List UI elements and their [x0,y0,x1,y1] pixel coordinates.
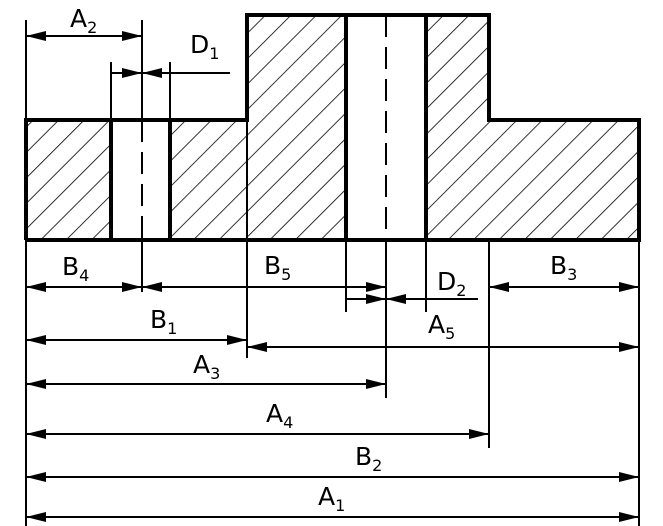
dimension-labels: A2 D1 B4 B5 D2 B3 B1 A5 A3 A4 B2 A1 [62,4,577,515]
label-A3: A3 [193,350,220,383]
label-B5: B5 [264,251,291,284]
label-A2: A2 [70,4,97,37]
label-A1: A1 [318,482,345,515]
label-A5: A5 [428,310,455,343]
part-outline [24,13,641,242]
label-D2: D2 [437,267,466,300]
hatch-boss-right [426,15,489,240]
hatch-left-web [170,120,247,240]
hatch-left-flange [26,120,111,240]
label-D1: D1 [190,30,219,63]
label-B4: B4 [62,252,89,285]
dimension-lines [26,31,639,522]
hatch-right-flange [489,120,639,240]
label-B1: B1 [150,305,177,338]
hatch-boss-left [247,15,346,240]
label-A4: A4 [266,399,293,432]
label-B3: B3 [550,251,577,284]
hatched-sections [26,15,639,240]
label-B2: B2 [355,442,382,475]
